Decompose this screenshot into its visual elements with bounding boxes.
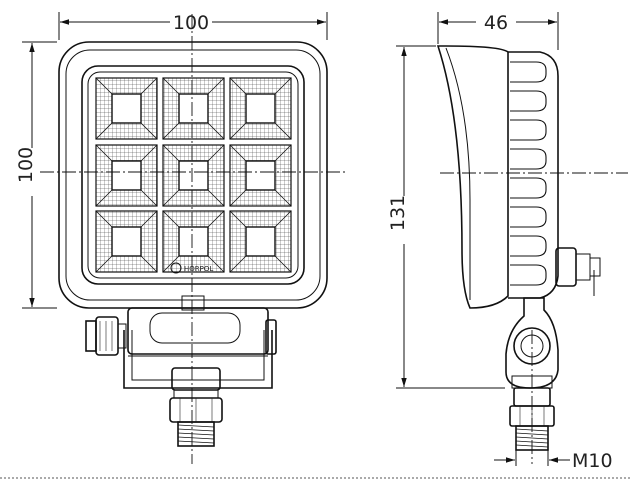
front-bottom-fastener xyxy=(169,367,223,447)
heatsink-fin xyxy=(510,206,547,228)
led-reflector-cell xyxy=(229,210,292,273)
front-housing-inner xyxy=(65,49,321,301)
heatsink-fin xyxy=(510,119,547,141)
led-reflector-grid xyxy=(95,77,292,273)
front-view: HORPOL xyxy=(15,12,345,464)
side-heatsink xyxy=(508,51,559,299)
side-housing-edge xyxy=(445,47,471,300)
left-side-bolt xyxy=(85,316,127,356)
led-reflector-cell xyxy=(229,77,292,140)
u-bracket-inner xyxy=(131,330,265,381)
heatsink-fin xyxy=(510,148,547,170)
u-bracket xyxy=(123,330,273,389)
heatsink-fin xyxy=(510,235,547,257)
front-height-dimension: 100 xyxy=(15,147,37,183)
heatsink-fin xyxy=(510,90,547,112)
side-view: 46 131 M10 xyxy=(387,12,628,472)
led-reflector-cell xyxy=(162,210,225,273)
mount-slot xyxy=(149,312,241,344)
heatsink-fins xyxy=(510,61,547,286)
heatsink-fin xyxy=(510,177,547,199)
front-width-dimension: 100 xyxy=(173,12,209,34)
side-housing xyxy=(436,45,509,309)
led-reflector-cell xyxy=(162,144,225,207)
front-lens-frame-inner xyxy=(87,71,299,279)
mount-block xyxy=(127,307,269,355)
led-reflector-cell xyxy=(229,144,292,207)
bottom-tab xyxy=(181,295,205,311)
led-reflector-cell xyxy=(162,77,225,140)
front-nut-top xyxy=(171,367,221,391)
led-reflector-cell xyxy=(95,77,158,140)
right-side-nut xyxy=(265,319,277,355)
led-reflector-cell xyxy=(95,144,158,207)
heatsink-fin xyxy=(510,61,547,83)
logo-text: HORPOL xyxy=(184,265,213,273)
front-thread xyxy=(177,421,215,447)
thread-dimension: M10 xyxy=(572,450,613,472)
front-lens-frame xyxy=(81,65,305,285)
led-reflector-cell xyxy=(95,210,158,273)
side-depth-dimension: 46 xyxy=(484,12,508,34)
side-height-dimension: 131 xyxy=(387,195,409,231)
logo-mark-icon xyxy=(170,262,182,274)
heatsink-fin xyxy=(510,264,547,286)
cable-gland xyxy=(555,247,601,296)
